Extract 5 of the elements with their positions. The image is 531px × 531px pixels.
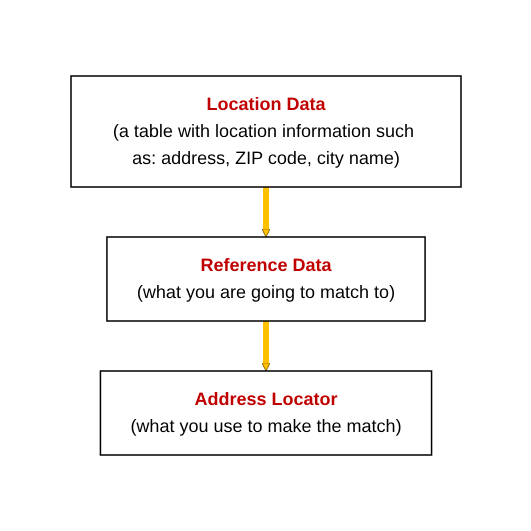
node-box: Location Data (a table with location information such as: address, ZIP code, city name) (70, 75, 462, 188)
arrow (261, 187, 270, 238)
arrow (261, 321, 270, 372)
node-box: Address Locator (what you use to make the match) (99, 370, 432, 456)
node-box: Reference Data (what you are going to match to) (106, 236, 426, 322)
